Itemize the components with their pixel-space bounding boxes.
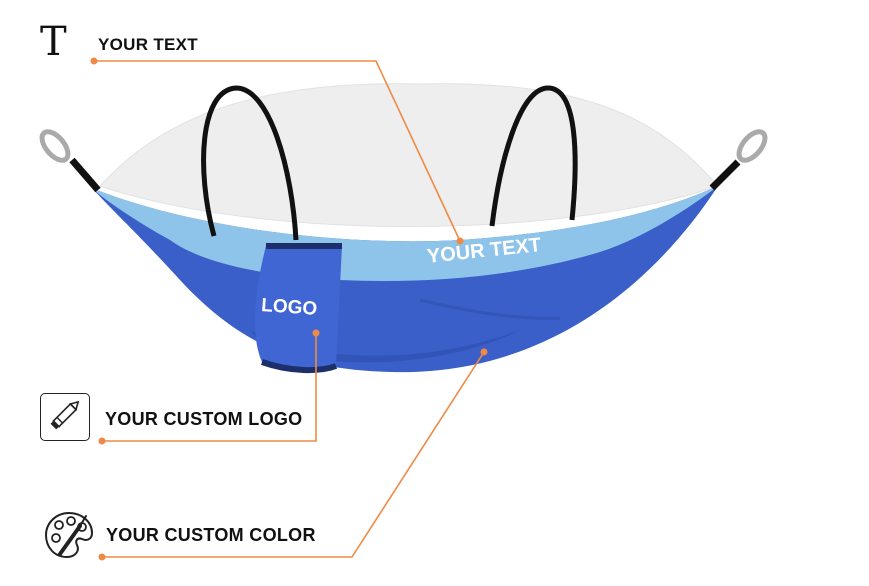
callout-your-text: YOUR TEXT	[98, 35, 198, 54]
net-support-loop-left	[201, 85, 299, 241]
hammock-trim-band	[92, 186, 718, 281]
callout-your-custom-color: YOUR CUSTOM COLOR	[106, 525, 316, 545]
right-end-cord	[709, 129, 768, 191]
leader-line-logo	[98, 329, 320, 445]
printed-logo-on-pocket: LOGO	[260, 295, 318, 320]
net-support-loop-right	[489, 85, 578, 227]
paint-palette-icon	[42, 508, 96, 562]
pencil-icon	[40, 393, 90, 441]
letter-t-icon: T	[40, 19, 67, 65]
callout-your-custom-logo: YOUR CUSTOM LOGO	[105, 409, 303, 429]
storage-pocket-edge	[260, 359, 338, 374]
storage-pocket	[254, 246, 342, 371]
leader-line-color	[98, 348, 488, 561]
leader-line-text	[90, 57, 464, 245]
left-end-cord	[39, 129, 101, 193]
mosquito-net	[99, 83, 719, 227]
hammock-crease	[419, 298, 561, 320]
